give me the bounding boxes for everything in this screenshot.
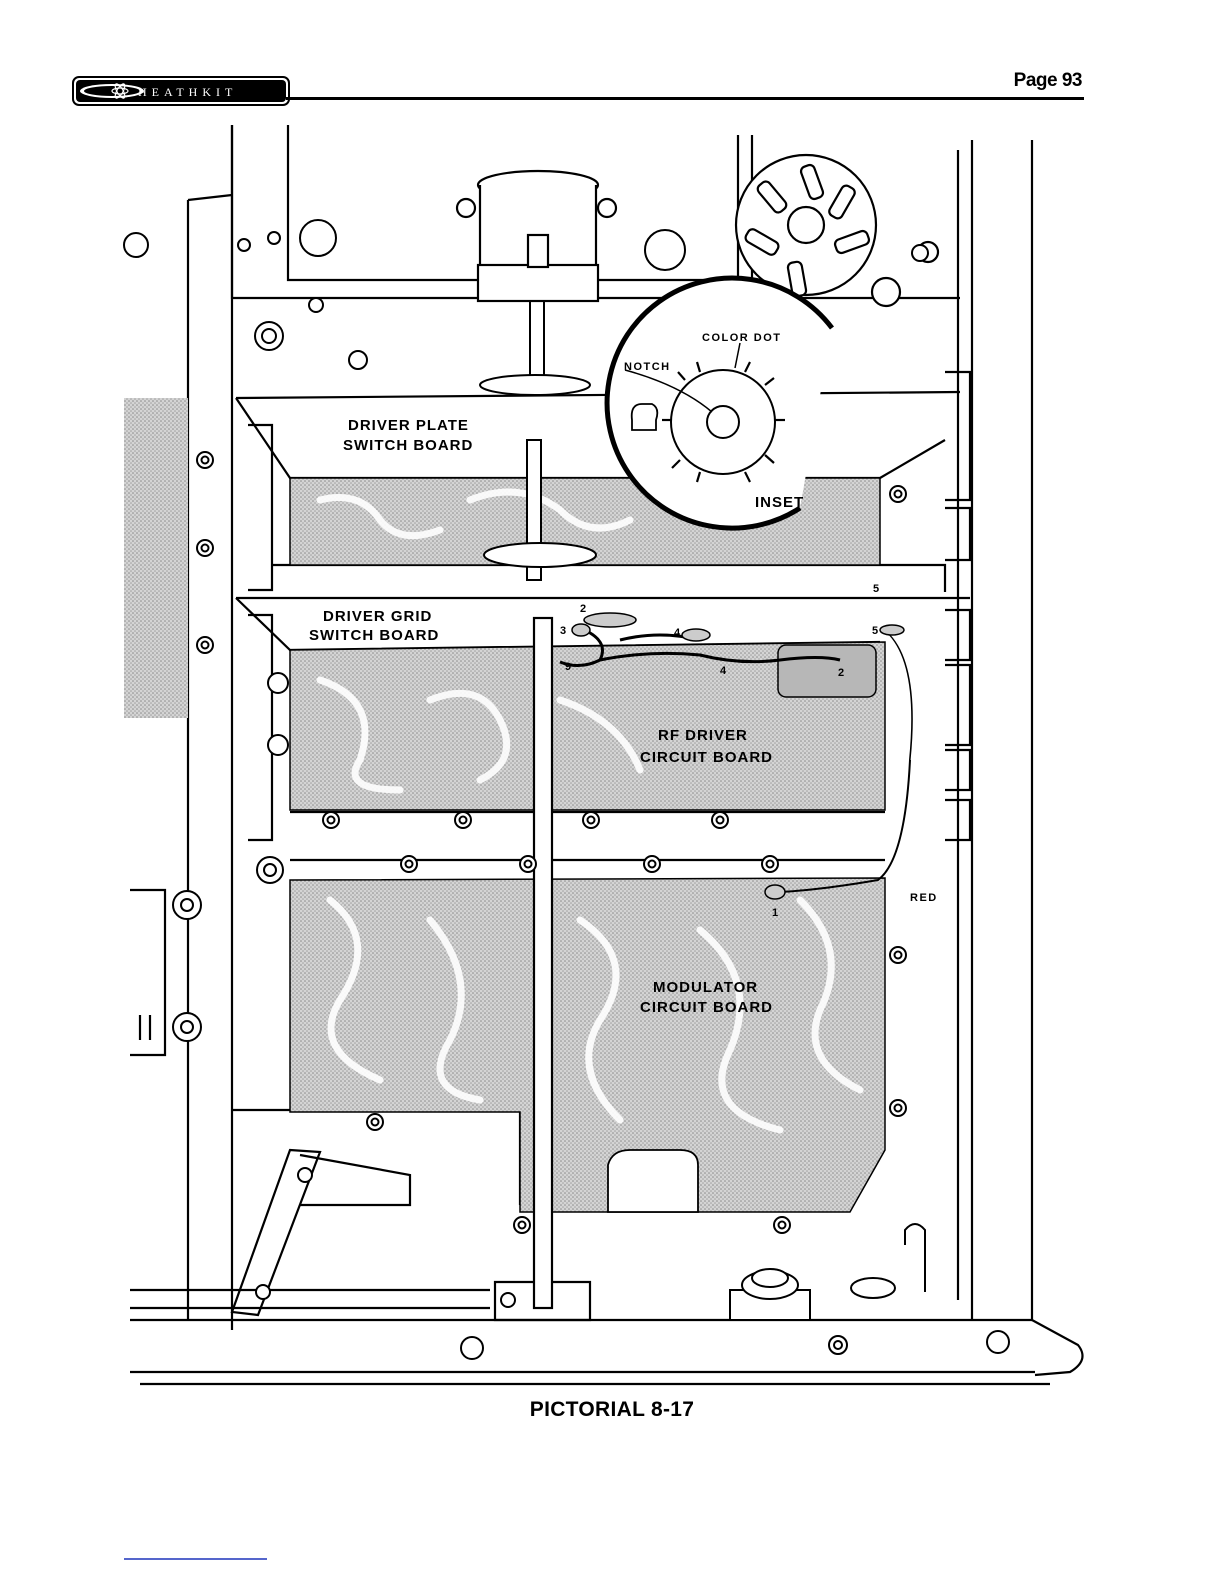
rf-driver-label-line1: RF DRIVER xyxy=(658,727,748,744)
driver-plate-label-line1: DRIVER PLATE xyxy=(348,417,469,434)
driver-grid-label-line1: DRIVER GRID xyxy=(323,608,432,625)
svg-text:1: 1 xyxy=(772,907,778,919)
svg-text:5: 5 xyxy=(872,625,878,637)
pictorial-caption: PICTORIAL 8-17 xyxy=(0,1398,1224,1422)
svg-text:2: 2 xyxy=(580,603,586,615)
top-switch-assembly xyxy=(457,171,616,301)
switch-shaft xyxy=(534,618,552,1308)
bottom-connectors xyxy=(730,1224,925,1320)
footer-underline[interactable] xyxy=(124,1558,267,1560)
inset-detail xyxy=(607,278,832,528)
svg-text:3: 3 xyxy=(560,625,566,637)
left-panel-texture xyxy=(124,398,188,718)
svg-text:2: 2 xyxy=(838,667,844,679)
svg-text:4: 4 xyxy=(720,665,727,677)
svg-text:5: 5 xyxy=(873,583,879,595)
inset-label: INSET xyxy=(755,494,804,511)
driver-plate-label-line2: SWITCH BOARD xyxy=(343,437,473,454)
color-dot-label: COLOR DOT xyxy=(702,332,782,344)
rf-driver-label-line2: CIRCUIT BOARD xyxy=(640,749,773,766)
notch-label: NOTCH xyxy=(624,361,671,373)
modulator-label-line2: CIRCUIT BOARD xyxy=(640,999,773,1016)
red-label: RED xyxy=(910,892,938,904)
modulator-label-line1: MODULATOR xyxy=(653,979,758,996)
svg-text:9: 9 xyxy=(565,661,571,673)
svg-text:4: 4 xyxy=(674,627,681,639)
driver-grid-label-line2: SWITCH BOARD xyxy=(309,627,439,644)
